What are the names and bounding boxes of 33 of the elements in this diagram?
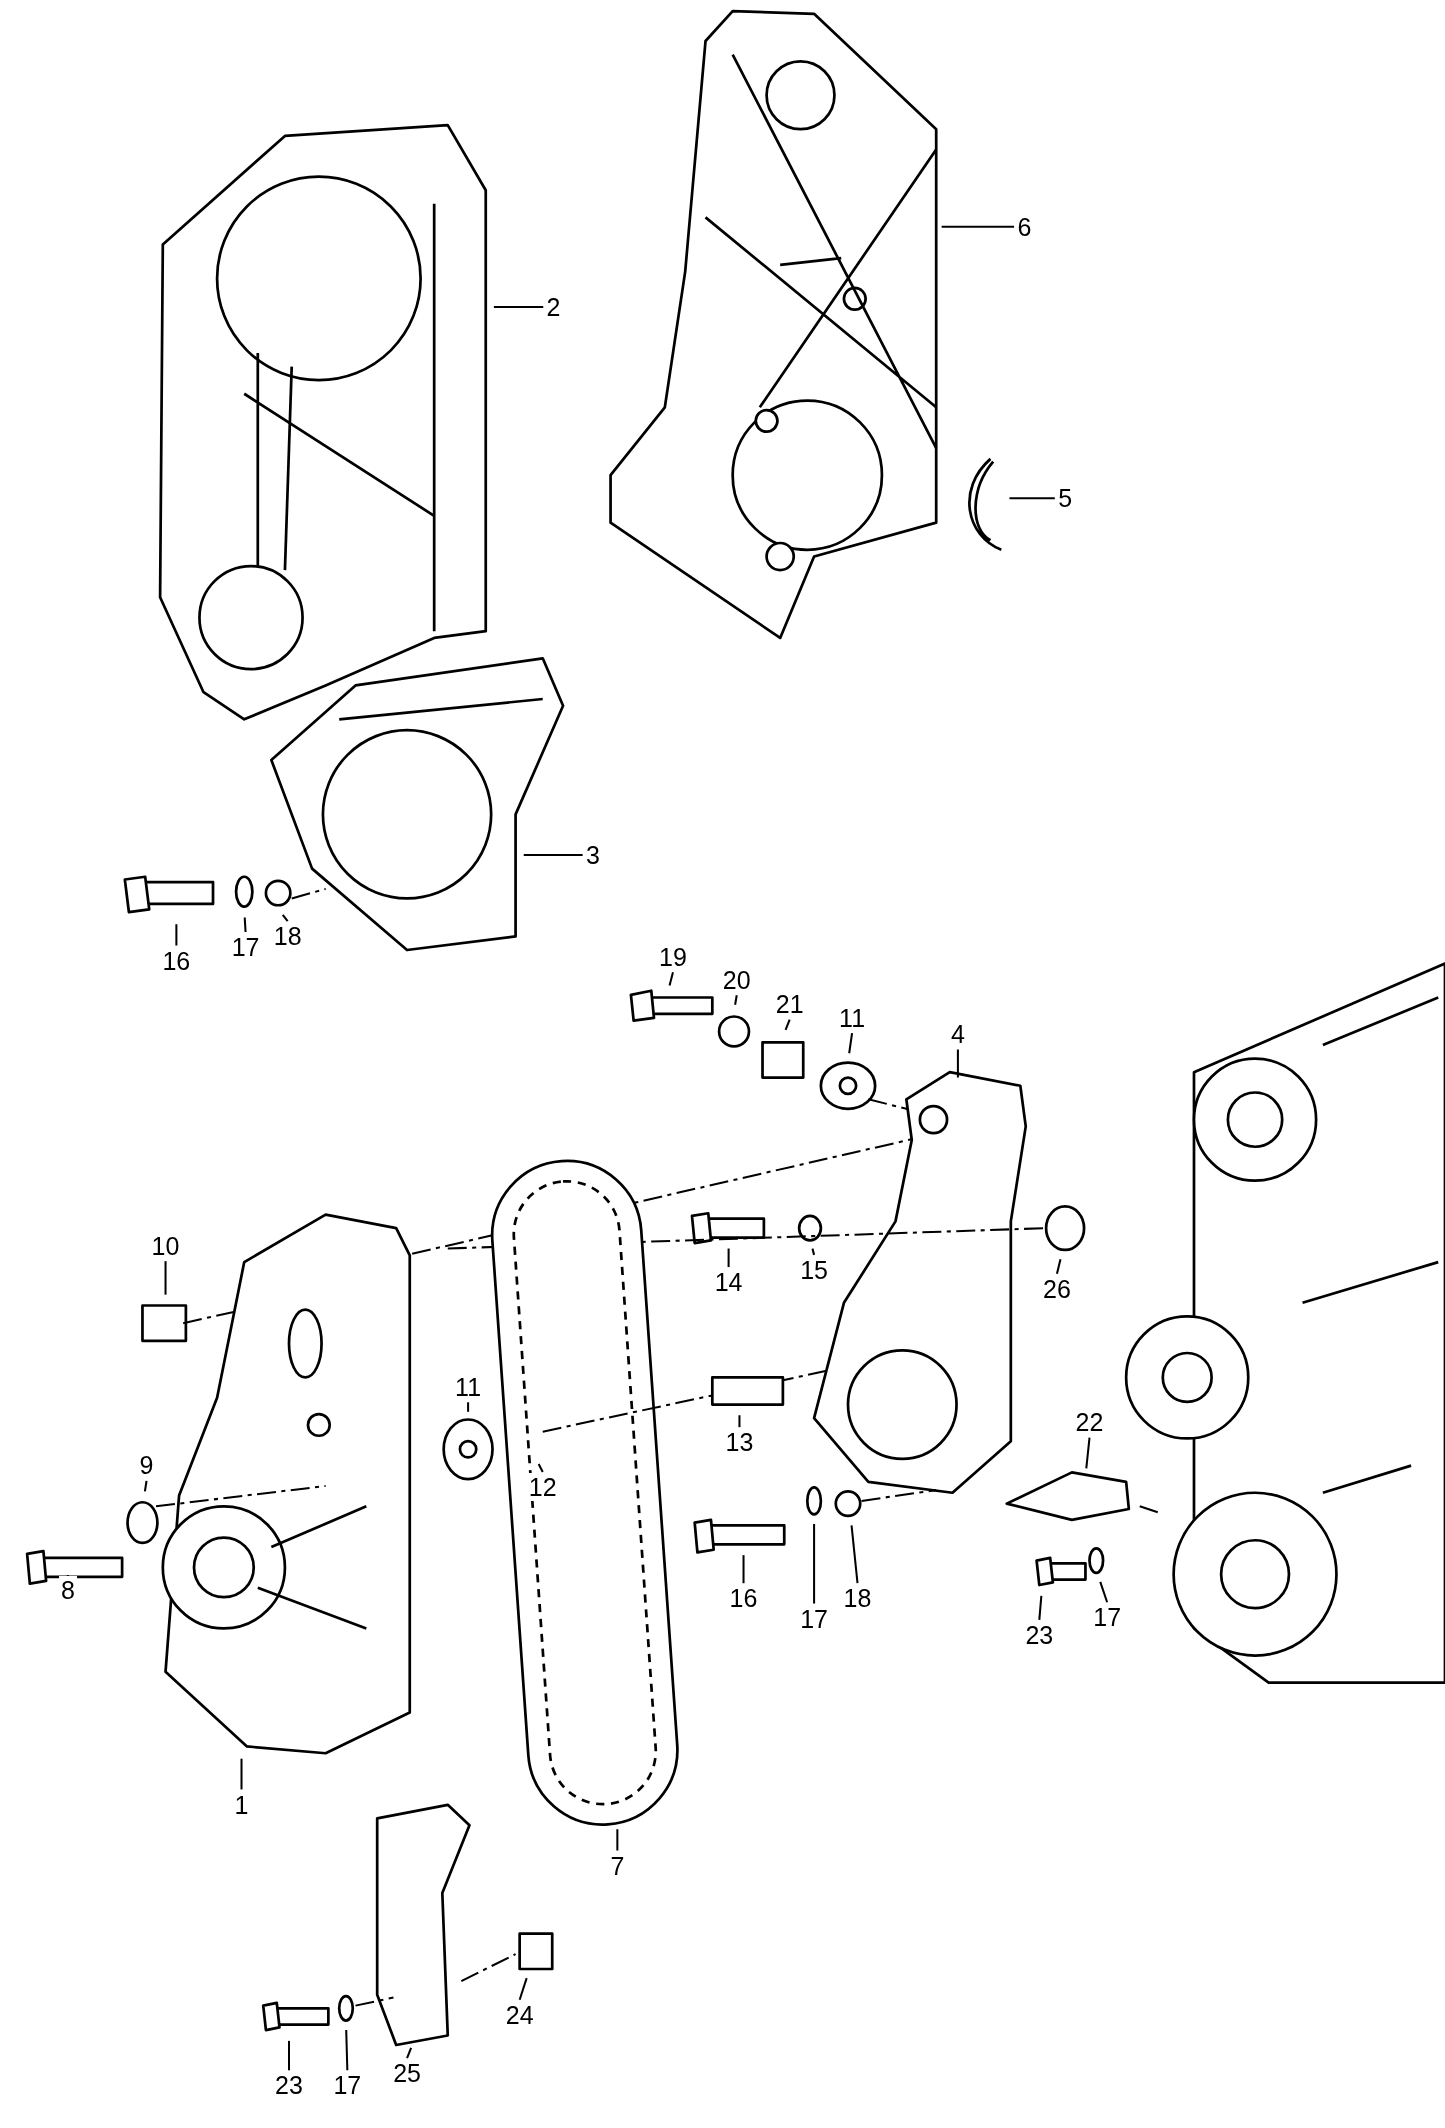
leader-line — [738, 1415, 741, 1428]
leader-line — [848, 1033, 854, 1054]
leader-line — [537, 1463, 544, 1473]
callout-number: 12 — [526, 1473, 559, 1502]
leader-line — [616, 1829, 619, 1851]
leader-line — [175, 924, 178, 946]
leader-line — [493, 305, 544, 308]
leader-line — [467, 1402, 470, 1412]
leader-line — [1038, 1595, 1043, 1620]
leader-line — [243, 917, 247, 932]
leader-line — [164, 1261, 167, 1295]
leader-line — [143, 1480, 148, 1492]
leader-line — [240, 1758, 243, 1790]
leader-line — [345, 2030, 349, 2071]
leader-line — [956, 1049, 959, 1078]
leader-line — [668, 971, 674, 986]
leader-line — [1085, 1437, 1091, 1469]
leader-line — [281, 914, 289, 922]
leader-line — [811, 1248, 816, 1256]
leader-line — [941, 225, 1015, 228]
leader-line — [742, 1555, 745, 1584]
leader-line — [1099, 1581, 1109, 1603]
leader-line — [784, 1019, 791, 1031]
leader-line — [288, 2040, 290, 2071]
leader-line — [813, 1523, 816, 1604]
leader-line — [734, 995, 738, 1005]
leader-line — [518, 1977, 528, 2001]
leader-line — [523, 854, 583, 857]
leader-line — [1055, 1258, 1062, 1275]
leader-line — [850, 1525, 859, 1584]
leader-line — [727, 1248, 730, 1268]
leader-line — [1009, 497, 1055, 500]
leader-line — [406, 2047, 413, 2059]
